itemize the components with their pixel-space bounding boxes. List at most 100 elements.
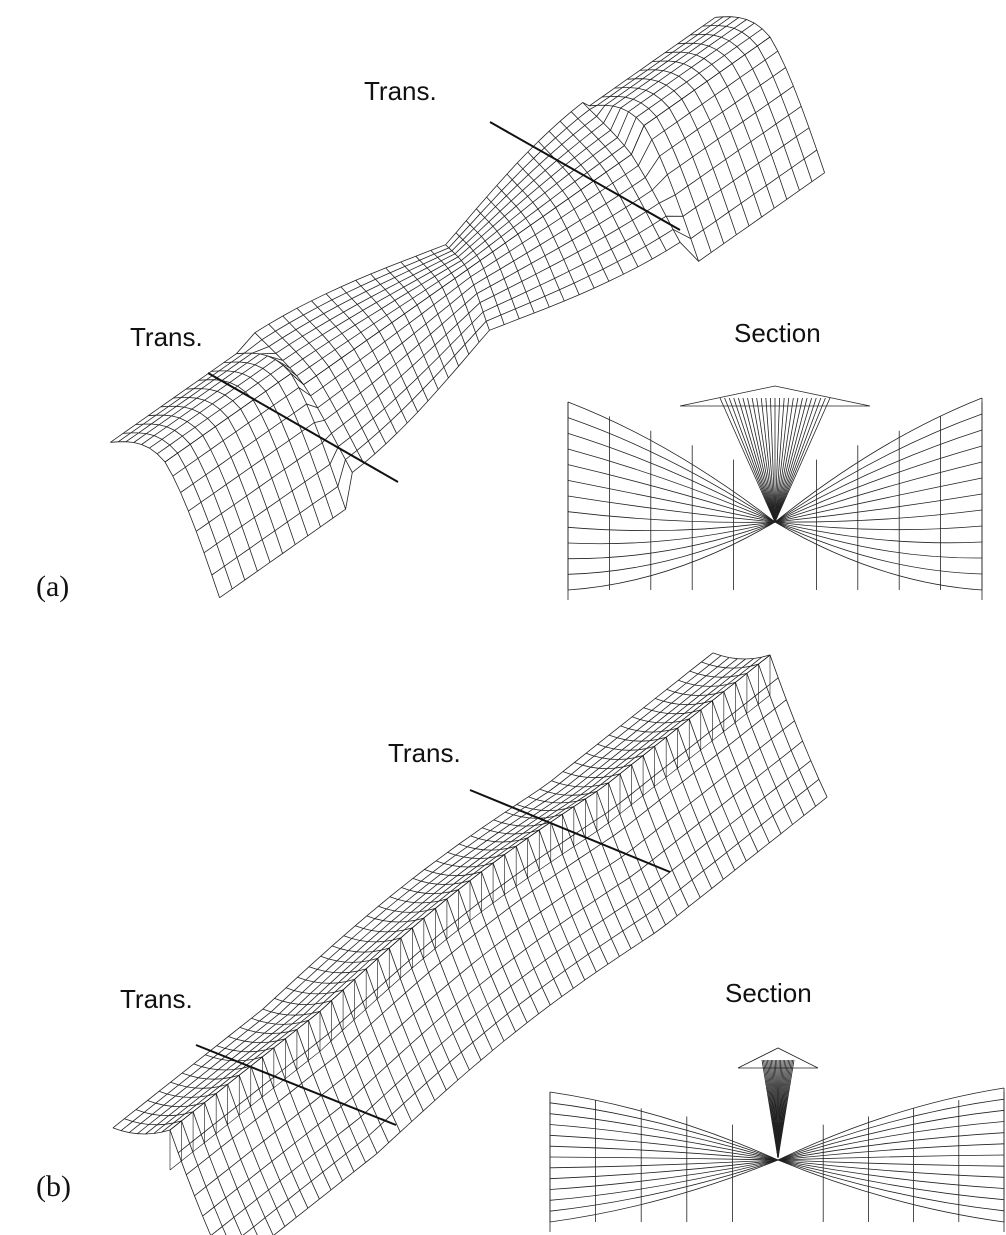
cone-ray xyxy=(756,397,776,523)
cone-ray xyxy=(747,397,776,523)
cone-ray xyxy=(719,397,776,523)
section-hull-left-line xyxy=(549,1159,779,1223)
mesh-line-16 xyxy=(122,432,233,590)
trans-label-upper-b: Trans. xyxy=(388,738,461,768)
mesh-line-60 xyxy=(677,42,788,200)
ridge-line xyxy=(164,36,771,463)
mesh-line-57 xyxy=(639,69,750,227)
transition-cut-line-upper-b xyxy=(469,789,671,873)
mesh-line-59 xyxy=(664,51,775,209)
section-hull-right-line xyxy=(774,521,983,544)
mesh-line-21 xyxy=(185,388,296,545)
mesh-line-13 xyxy=(120,655,722,1131)
cone-ray xyxy=(774,397,780,523)
section-hull-right-line xyxy=(774,461,983,523)
mesh-line-20 xyxy=(173,397,283,554)
mesh-line-23 xyxy=(211,370,321,528)
section-hull-left-line xyxy=(549,1159,779,1169)
section-hull-right-line xyxy=(774,521,983,531)
mesh-line-18 xyxy=(148,414,258,572)
section-hull-right-line xyxy=(774,445,983,523)
section-hull-right-line xyxy=(774,413,983,523)
panel-a: Trans. Trans. Section (a) xyxy=(36,16,983,603)
mesh-line-4 xyxy=(188,85,794,512)
section-hull-left-line xyxy=(567,521,776,575)
mesh-line-22 xyxy=(198,379,309,536)
panel-label-b: (b) xyxy=(36,1170,71,1203)
section-hull-right-line xyxy=(777,1121,1005,1161)
cone-ray xyxy=(774,397,822,523)
section-hull-right-line xyxy=(777,1159,1005,1223)
mesh-line-11 xyxy=(137,658,738,1135)
section-hull-right-line xyxy=(777,1154,1005,1161)
mesh-line-29 xyxy=(296,307,387,444)
central-ridge-b xyxy=(169,654,771,1171)
section-hull-left-line xyxy=(567,521,776,545)
mesh-line-15 xyxy=(110,441,220,598)
mesh-line-4 xyxy=(194,720,795,1197)
mesh-line-28 xyxy=(282,315,376,454)
section-hull-left-line xyxy=(549,1124,779,1161)
mesh-line-12 xyxy=(128,657,730,1133)
panel-b: Trans. Trans. Section (b) xyxy=(36,652,1005,1235)
mesh-line-47 xyxy=(527,151,610,282)
mesh-line-55 xyxy=(614,87,725,244)
cone-ray xyxy=(770,397,776,523)
cone-rim xyxy=(679,385,871,407)
mesh-surface-a xyxy=(110,16,825,599)
section-hull-left-line xyxy=(549,1159,779,1180)
section-hull-right-line xyxy=(774,521,983,575)
cone-ray xyxy=(765,397,776,523)
section-label-b: Section xyxy=(725,978,812,1008)
section-hull-left-line xyxy=(567,521,776,591)
cone-ray xyxy=(751,397,776,523)
trans-label-lower-a: Trans. xyxy=(130,322,203,352)
section-hull-left-line xyxy=(549,1145,779,1161)
section-hull-right-line xyxy=(777,1159,1005,1167)
mesh-line-0 xyxy=(273,796,828,1235)
mesh-line-10 xyxy=(141,19,747,445)
mesh-line-43 xyxy=(486,196,550,308)
section-hull-left-line xyxy=(567,479,776,523)
section-hull-right-line xyxy=(777,1143,1005,1161)
mesh-line-36 xyxy=(400,261,459,367)
cone-ray xyxy=(777,1059,795,1159)
section-hull-right-line xyxy=(777,1159,1005,1189)
trans-label-upper-a: Trans. xyxy=(364,76,437,106)
section-hull-right-line xyxy=(774,521,983,591)
section-hull-left-line xyxy=(567,521,776,560)
section-hull-right-line xyxy=(774,477,983,523)
cone-ray xyxy=(774,397,813,523)
mesh-line-8 xyxy=(156,28,763,455)
section-hull-left-line xyxy=(549,1134,779,1161)
section-hull-left-line xyxy=(567,401,776,523)
mesh-line-14 xyxy=(112,652,714,1129)
section-hull-left-line xyxy=(567,464,776,523)
mesh-line-2 xyxy=(203,127,810,554)
mesh-line-24 xyxy=(223,361,334,519)
cone-ray xyxy=(774,397,803,523)
section-hull-left-line xyxy=(549,1102,779,1161)
mesh-line-2 xyxy=(210,760,812,1235)
section-hull-right-line xyxy=(774,429,983,523)
mesh-line-5 xyxy=(180,67,786,493)
section-hull-right-line xyxy=(774,509,983,523)
section-hull-right-line xyxy=(777,1159,1005,1201)
mesh-line-39 xyxy=(445,244,490,331)
mesh-line-63 xyxy=(715,16,825,173)
mesh-line-9 xyxy=(153,658,754,1134)
cone-ray xyxy=(733,397,776,523)
mesh-line-34 xyxy=(370,273,439,390)
mesh-line-56 xyxy=(627,78,737,235)
section-view-a xyxy=(567,385,983,600)
section-hull-right-line xyxy=(777,1159,1005,1178)
section-hull-left-line xyxy=(567,511,776,523)
cone-ray xyxy=(774,397,831,523)
section-hull-left-line xyxy=(549,1091,779,1161)
cone-ray xyxy=(774,397,808,523)
cone-ray xyxy=(774,397,799,523)
mesh-line-17 xyxy=(135,423,246,581)
mesh-line-10 xyxy=(145,658,746,1135)
mesh-line-3 xyxy=(202,740,803,1217)
cone-ray xyxy=(737,397,776,523)
